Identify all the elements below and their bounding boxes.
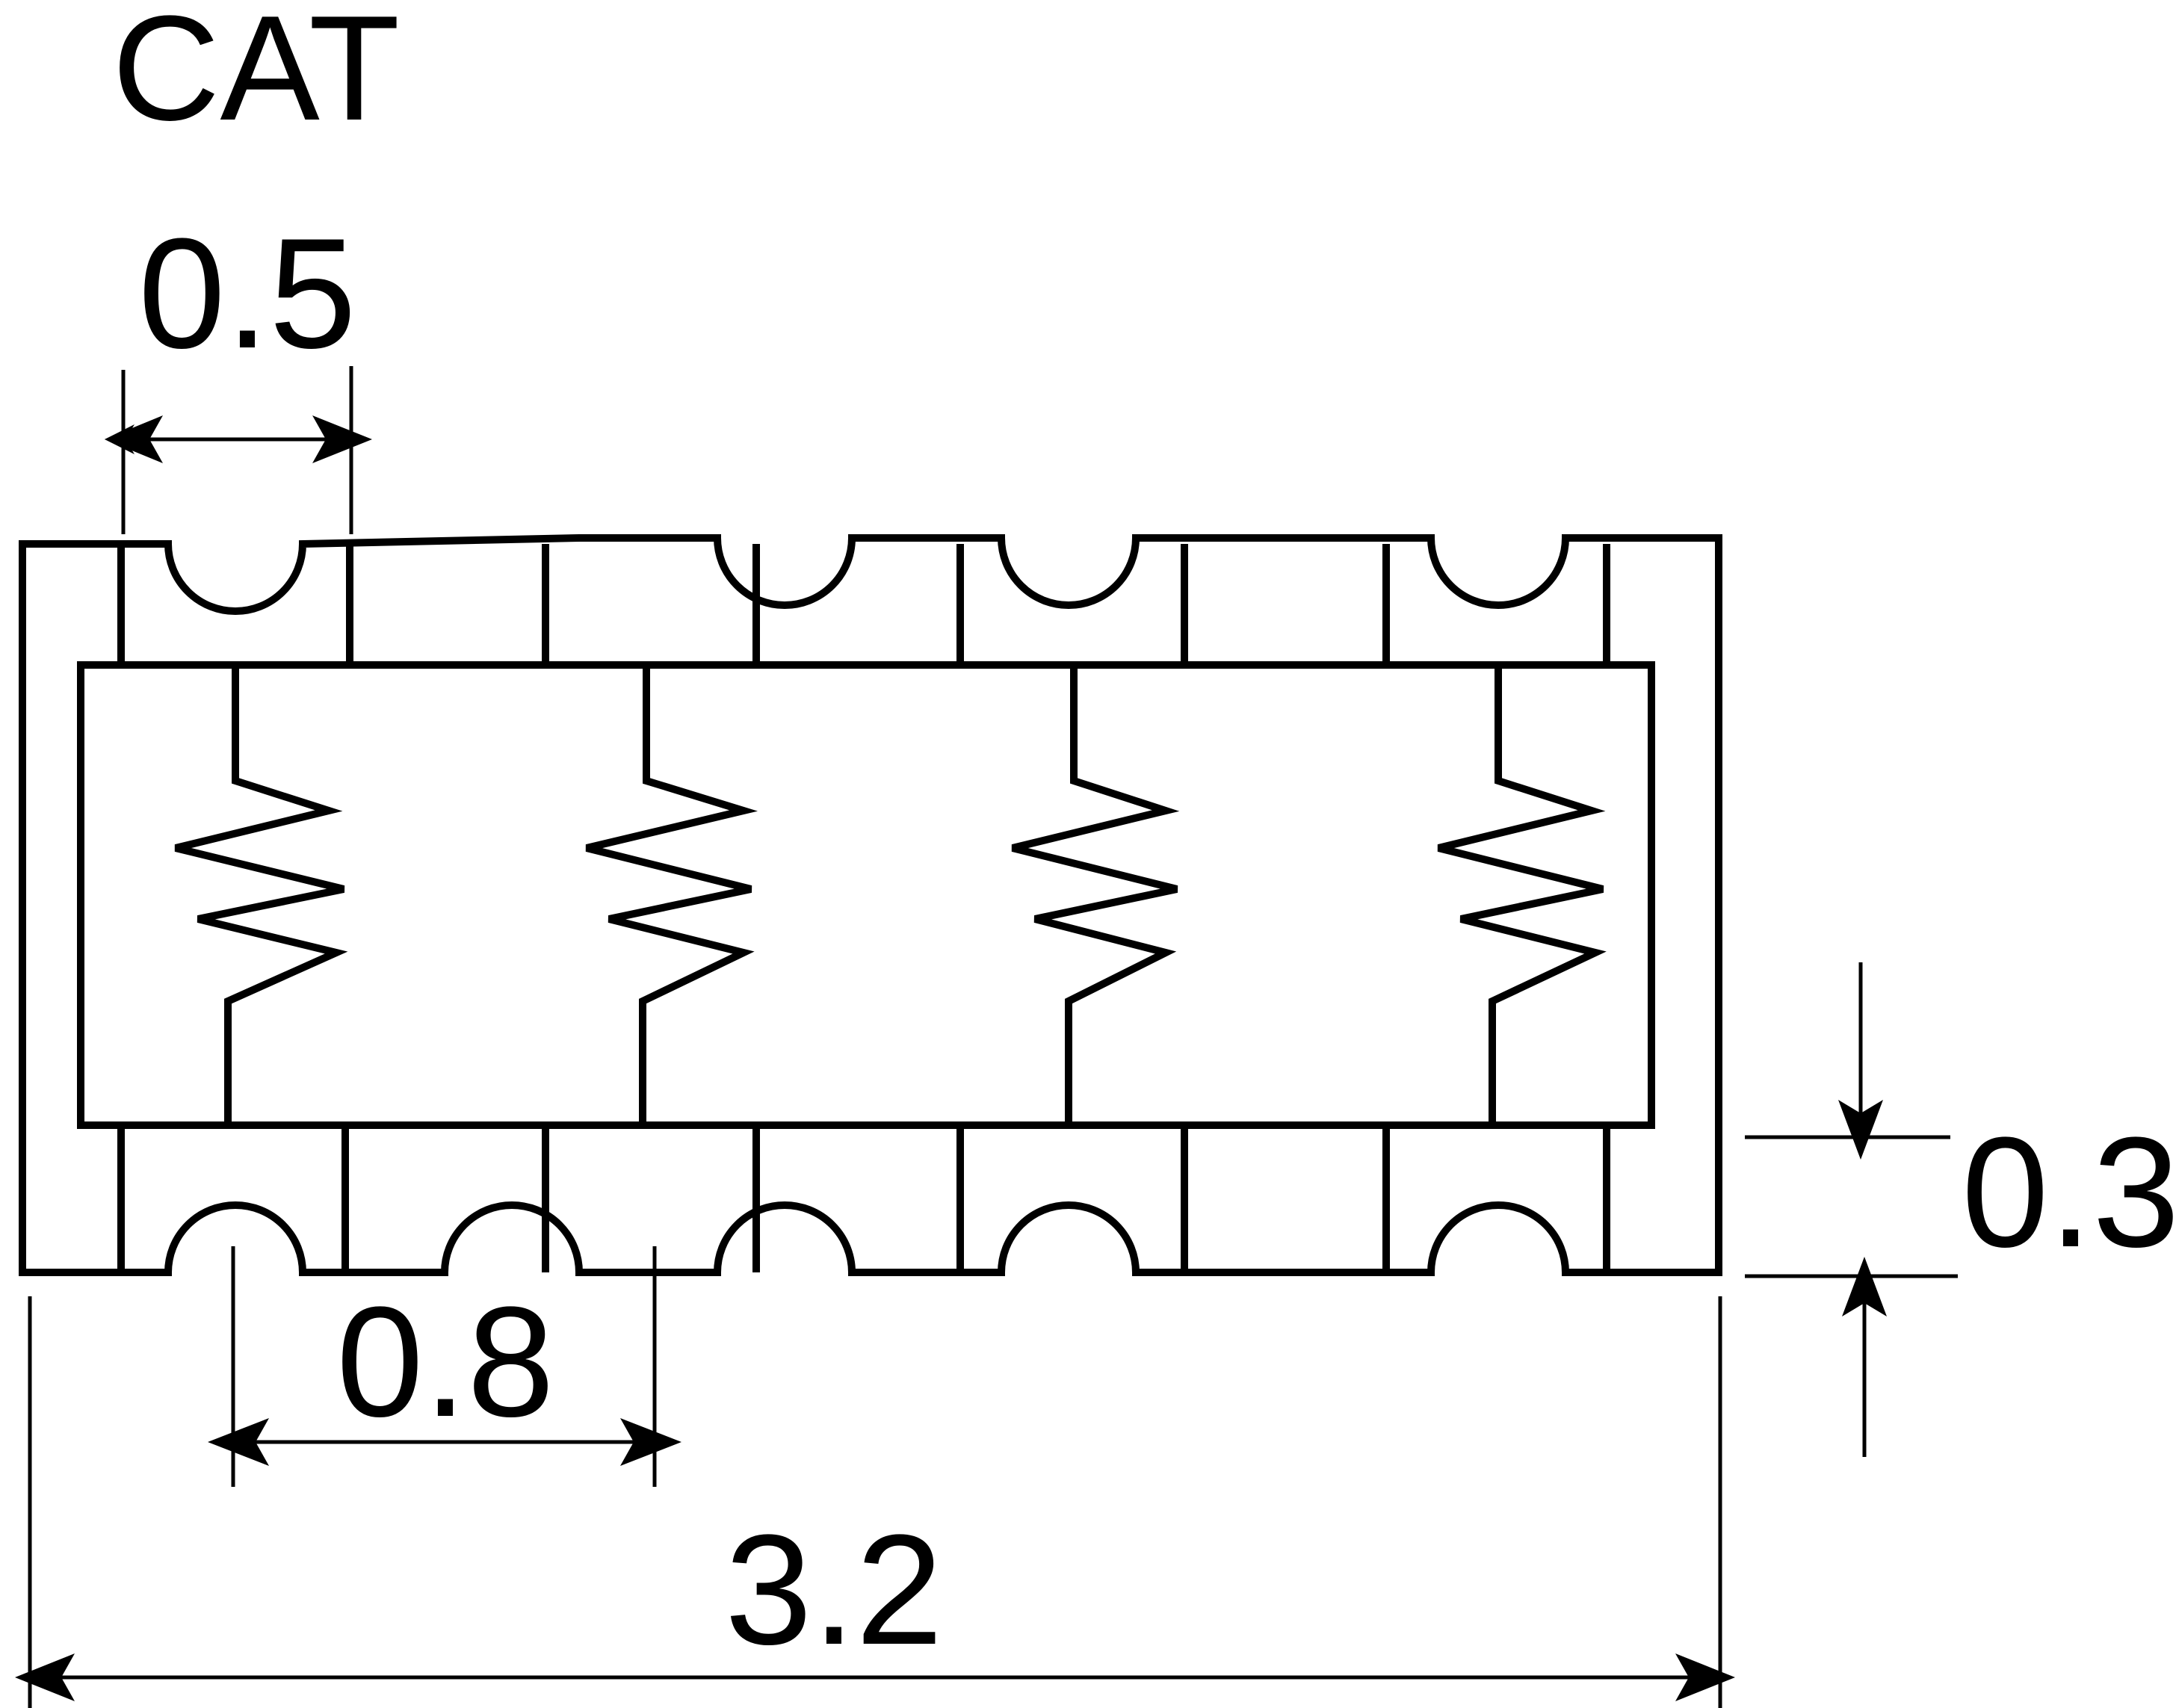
arrow-length-left <box>15 1653 75 1701</box>
arrow-pad-width-left <box>105 415 163 463</box>
arrow-length-right <box>1675 1653 1735 1701</box>
arrow-pad-width-right <box>312 415 372 463</box>
arrow-pitch-left <box>208 1418 269 1466</box>
arrow-height-bottom <box>1842 1257 1887 1316</box>
dimension-overall-length <box>28 1296 1722 1708</box>
resistor-1 <box>174 665 348 1125</box>
title: CAT <box>112 0 400 152</box>
arrow-height-top <box>1838 1100 1883 1160</box>
dim-label-pitch: 0.8 <box>336 1274 554 1449</box>
resistor-3 <box>1011 665 1180 1125</box>
bottom-terminal-dividers <box>117 1125 1610 1272</box>
resistor-4 <box>1437 665 1607 1125</box>
dim-label-overall-length: 3.2 <box>725 1502 943 1677</box>
resistor-2 <box>585 665 758 1125</box>
top-terminal-dividers <box>117 544 1610 665</box>
resistor-region <box>77 661 1655 1129</box>
arrow-pitch-right <box>620 1418 681 1466</box>
dim-label-pad-width: 0.5 <box>138 205 356 381</box>
chip-outline <box>19 534 1722 1276</box>
dim-label-terminal-height: 0.3 <box>1962 1104 2176 1280</box>
resistors <box>174 665 1607 1125</box>
dimension-pad-width <box>105 366 353 534</box>
dimension-terminal-height <box>1745 962 1958 1457</box>
